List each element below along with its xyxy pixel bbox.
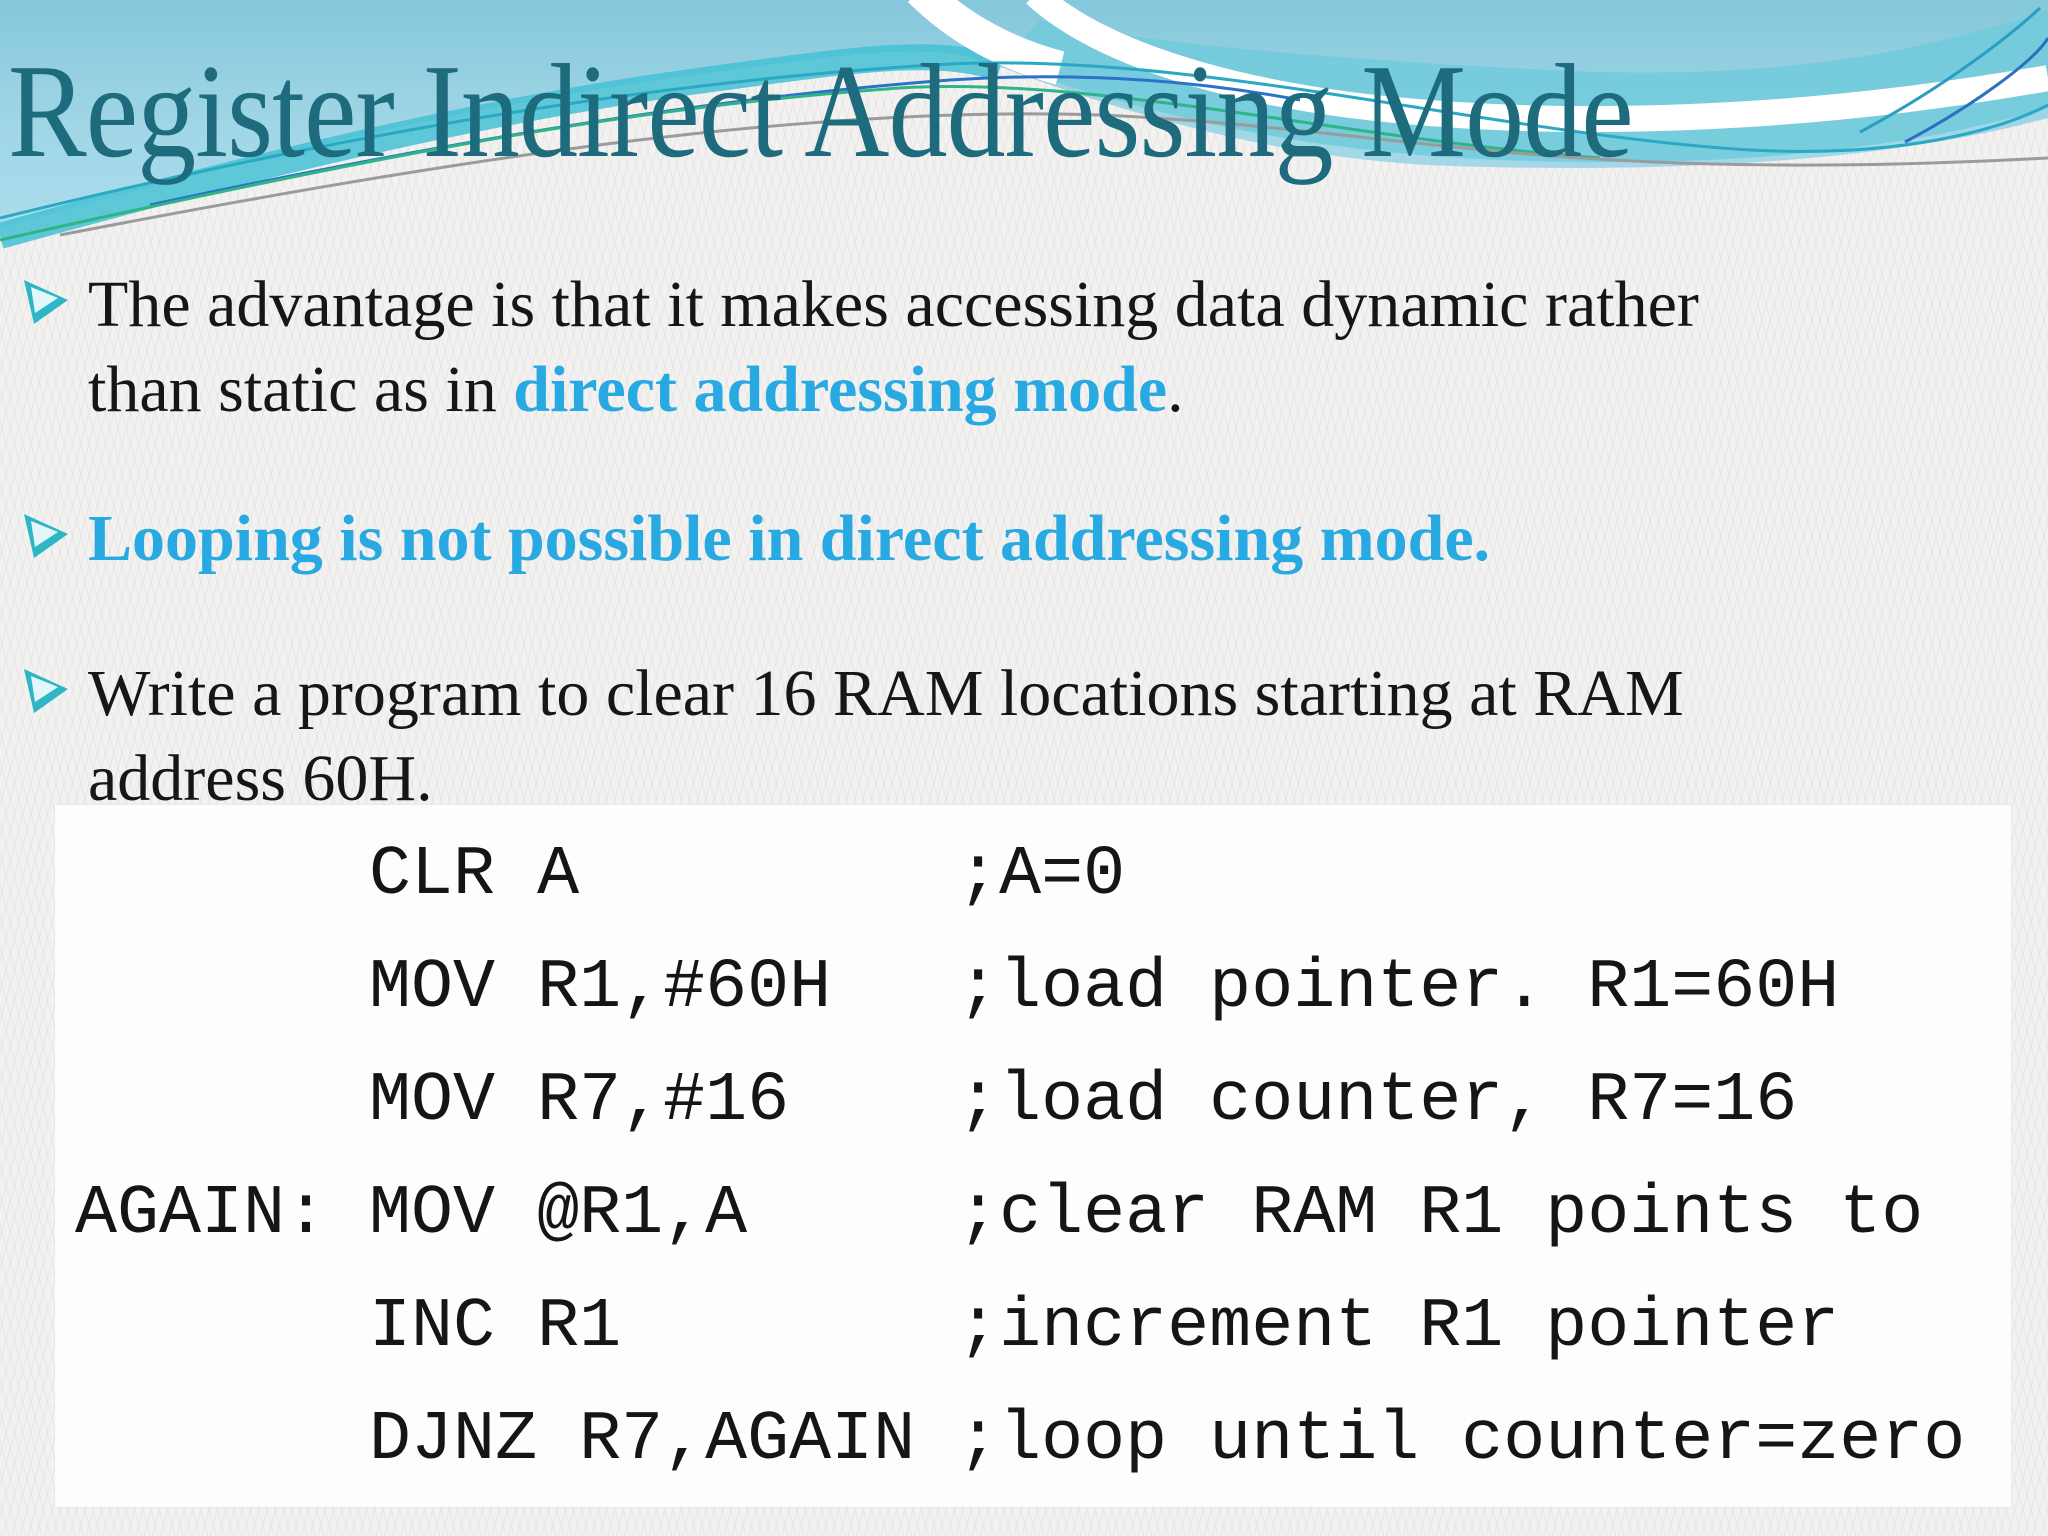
bullet-text-segment: . <box>1167 353 1184 426</box>
bullet-text-segment: The advantage is that it makes accessing… <box>88 268 1699 341</box>
highlighted-phrase: direct addressing mode <box>513 353 1168 426</box>
page-title: Register Indirect Addressing Mode <box>8 37 1634 185</box>
bullet-text: Write a program to clear 16 RAM location… <box>88 651 1684 821</box>
header-wave-graphic <box>0 0 2048 249</box>
code-line: MOV R7,#16 ;load counter, R7=16 <box>75 1062 1798 1141</box>
bullet-text-segment: address 60H. <box>88 742 433 815</box>
bullet-item-program-task: Write a program to clear 16 RAM location… <box>22 651 2038 821</box>
bullet-item-looping: Looping is not possible in direct addres… <box>22 496 2038 581</box>
bullet-text: The advantage is that it makes accessing… <box>88 262 1699 432</box>
bullet-arrow-icon <box>24 514 68 558</box>
highlighted-sentence: Looping is not possible in direct addres… <box>88 502 1491 575</box>
bullet-text-segment: than static as in <box>88 353 514 426</box>
assembly-code-block: CLR A ;A=0 MOV R1,#60H ;load pointer. R1… <box>55 805 2011 1507</box>
bullet-text: Looping is not possible in direct addres… <box>88 496 1490 581</box>
bullet-text-segment: Write a program to clear 16 RAM location… <box>88 657 1684 730</box>
code-line: DJNZ R7,AGAIN ;loop until counter=zero <box>75 1401 1966 1480</box>
bullet-arrow-icon <box>24 280 68 324</box>
slide-content: The advantage is that it makes accessing… <box>0 248 2048 1507</box>
bullet-arrow-icon <box>24 669 68 713</box>
header: Register Indirect Addressing Mode <box>0 0 2048 260</box>
code-line: AGAIN: MOV @R1,A ;clear RAM R1 points to <box>75 1175 1924 1254</box>
code-line: CLR A ;A=0 <box>75 836 1126 915</box>
code-line: INC R1 ;increment R1 pointer <box>75 1288 1840 1367</box>
bullet-item-advantage: The advantage is that it makes accessing… <box>22 262 2038 432</box>
code-line: MOV R1,#60H ;load pointer. R1=60H <box>75 949 1840 1028</box>
